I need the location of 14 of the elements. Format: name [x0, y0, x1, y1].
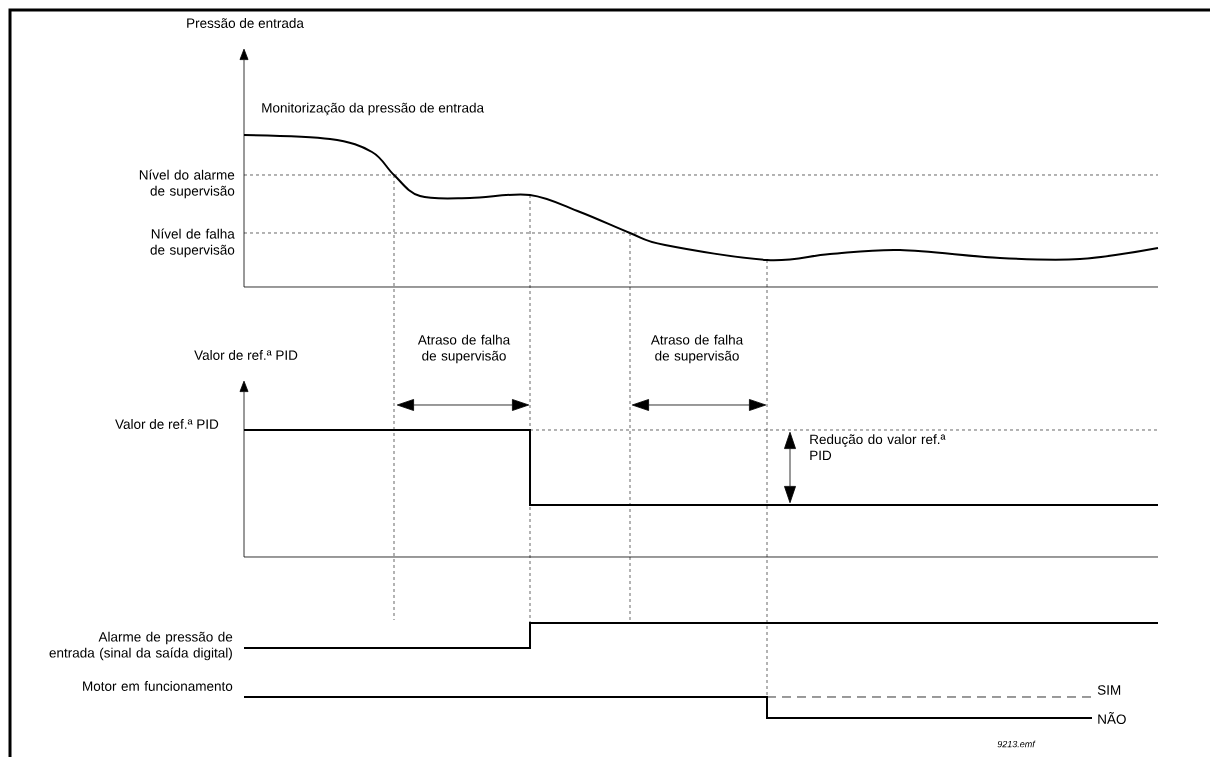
axis-title: Pressão de entrada [187, 18, 304, 28]
level-label: Valor de ref.ª PID [115, 419, 219, 429]
reduction-label: Redução do valor ref.ª PID [810, 434, 946, 460]
state-label: NÃO [1098, 712, 1126, 724]
level-label: Nível do alarme de supervisão [139, 169, 235, 199]
delay-label: Atraso de falha de supervisão [417, 334, 511, 364]
signal-label: Alarme de pressão de entrada (sinal da saída digital) [49, 631, 233, 661]
delay-label: Atraso de falha de supervisão [650, 334, 744, 364]
axis-title: Valor de ref.ª PID [194, 350, 298, 360]
chart-title: Monitorização da pressão de entrada [262, 102, 485, 116]
signal-label: Motor em funcionamento [83, 681, 233, 691]
state-label: SIM [1097, 685, 1121, 695]
level-label: Nível de falha de supervisão [150, 228, 235, 258]
file-name: 9213.emf [997, 740, 1036, 748]
